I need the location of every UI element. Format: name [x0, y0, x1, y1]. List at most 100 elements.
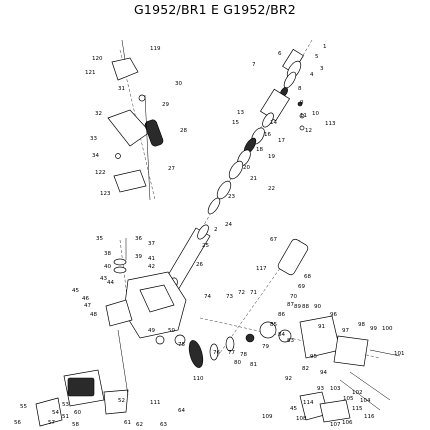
callout-number: 39 [135, 254, 142, 260]
motor-assembly [35, 329, 129, 427]
callout-number: 63 [160, 422, 167, 428]
callout-number: 51 [62, 414, 69, 420]
head-assembly [207, 48, 305, 215]
callout-number: 89 [294, 304, 301, 310]
callout-number: 55 [20, 404, 27, 410]
callout-number: 41 [148, 256, 155, 262]
callout-number: 69 [298, 284, 305, 290]
callout-number: 27 [168, 166, 175, 172]
callout-number: 29 [162, 102, 169, 108]
callout-number: 5 [315, 54, 319, 60]
callout-number: 37 [148, 241, 155, 247]
callout-number: 101 [394, 351, 405, 357]
callout-number: 70 [290, 294, 297, 300]
callout-number: 90 [314, 304, 321, 310]
callout-number: 43 [100, 276, 107, 282]
callout-number: 3 [320, 66, 324, 72]
callout-number: 103 [330, 386, 341, 392]
callout-number: 116 [364, 414, 375, 420]
callout-number: 53 [62, 402, 69, 408]
callout-number: 71 [250, 290, 257, 296]
callout-number: 61 [124, 420, 131, 426]
callout-number: 34 [92, 153, 99, 159]
main-housing [105, 238, 187, 339]
callout-number: 45 [72, 288, 79, 294]
callout-number: 93 [317, 386, 324, 392]
callout-number: 72 [238, 290, 245, 296]
callout-number: 106 [342, 420, 353, 426]
callout-number: 56 [14, 420, 21, 426]
callout-number: 9 [300, 100, 304, 106]
callout-number: 52 [118, 398, 125, 404]
callout-number: 12 [305, 128, 312, 134]
callout-number: 36 [135, 236, 142, 242]
callout-number: 4 [310, 72, 314, 78]
callout-number: 50 [168, 328, 175, 334]
diagram-title: G1952/BR1 E G1952/BR2 [134, 2, 296, 17]
callout-number: 110 [193, 376, 204, 382]
callout-number: 44 [107, 280, 114, 286]
callout-number: 23 [228, 194, 235, 200]
callout-number: 74 [204, 294, 211, 300]
callout-number: 25 [202, 243, 209, 249]
callout-number: 60 [74, 410, 81, 416]
callout-number: 83 [287, 338, 294, 344]
callout-number: 64 [178, 408, 185, 414]
lower-gears [155, 334, 235, 368]
callout-number: 31 [118, 86, 125, 92]
callout-number: 117 [256, 266, 267, 272]
callout-number: 88 [302, 304, 309, 310]
callout-number: 33 [90, 136, 97, 142]
callout-number: 62 [136, 422, 143, 428]
stand-assembly [299, 371, 391, 423]
callout-number: 42 [148, 264, 155, 270]
callout-number: 46 [82, 296, 89, 302]
callout-number: 97 [342, 328, 349, 334]
callout-number: 95 [310, 354, 317, 360]
callout-number: 19 [268, 154, 275, 160]
callout-number: 79 [262, 344, 269, 350]
callout-number: 67 [270, 237, 277, 243]
callout-number: 86 [278, 312, 285, 318]
callout-number: 91 [318, 324, 325, 330]
callout-number: 81 [250, 362, 257, 368]
callout-number: 119 [150, 46, 161, 52]
callout-number: 16 [264, 132, 271, 138]
callout-number: 38 [104, 251, 111, 257]
callout-number: 22 [268, 186, 275, 192]
callout-number: 73 [226, 294, 233, 300]
callout-number: 17 [278, 138, 285, 144]
callout-number: 84 [278, 332, 285, 338]
callout-number: 107 [330, 422, 341, 428]
callout-number: 8 [298, 86, 302, 92]
callout-number: 77 [228, 350, 235, 356]
callout-number: 21 [250, 176, 257, 182]
callout-number: 15 [232, 120, 239, 126]
callout-number: 122 [95, 170, 106, 176]
callout-number: 7 [252, 62, 256, 68]
callout-number: 108 [296, 416, 307, 422]
callout-number: 78 [240, 352, 247, 358]
callout-number: 58 [72, 422, 79, 428]
callout-number: 105 [343, 396, 354, 402]
callout-number: 76 [213, 350, 220, 356]
callout-number: 26 [196, 262, 203, 268]
callout-number: 6 [278, 51, 282, 57]
callout-number: 47 [84, 303, 91, 309]
callout-number: 99 [370, 326, 377, 332]
callout-number: 104 [360, 398, 371, 404]
callout-number: 109 [262, 414, 273, 420]
callout-number: 13 [237, 110, 244, 116]
callout-number: 32 [95, 111, 102, 117]
callout-number: 96 [330, 312, 337, 318]
bracket-assembly [107, 39, 164, 201]
callout-number: 40 [104, 264, 111, 270]
callout-number: 18 [256, 147, 263, 153]
callout-number: 49 [148, 328, 155, 334]
callout-number: 111 [150, 400, 161, 406]
callout-number: 45 [290, 406, 297, 412]
callout-number: 113 [325, 121, 336, 127]
callout-number: 1 [323, 44, 327, 50]
